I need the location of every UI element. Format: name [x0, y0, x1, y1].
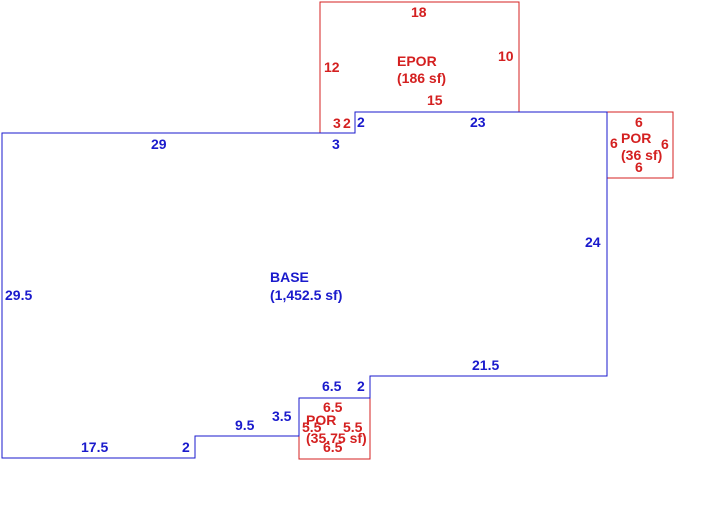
epor-dim-left: 12	[324, 59, 340, 75]
por-bottom-dim-top: 6.5	[323, 399, 343, 415]
base-dim-bottom: 17.5	[81, 439, 108, 455]
por-right-dim-top: 6	[635, 114, 643, 130]
base-dim-top-right: 23	[470, 114, 486, 130]
epor-outline	[319, 1, 520, 133]
base-area: (1,452.5 sf)	[270, 287, 342, 303]
por-bottom-area: (35.75 sf)	[306, 430, 367, 446]
base-dim-bottom-step: 2	[182, 439, 190, 455]
base-dim-step-horizontal: 6.5	[322, 378, 342, 394]
por-right-dim-bottom: 6	[635, 159, 643, 175]
por-right-dim-left: 6	[610, 135, 618, 151]
por-bottom-dim-left: 5.5	[302, 419, 322, 435]
base-dim-right: 24	[585, 234, 601, 250]
por-right-area: (36 sf)	[621, 147, 662, 163]
base-dim-step-vertical: 2	[357, 378, 365, 394]
base-name: BASE	[270, 269, 309, 285]
por-right-outline	[607, 111, 674, 179]
epor-dim-right: 10	[498, 48, 514, 64]
epor-name: EPOR	[397, 53, 437, 69]
por-bottom-name: POR	[306, 412, 336, 428]
por-bottom-dim-bottom: 6.5	[323, 439, 343, 455]
epor-dim-top: 18	[411, 4, 427, 20]
base-dim-lower-right: 21.5	[472, 357, 499, 373]
epor-dim-notch-side: 2	[343, 115, 351, 131]
base-dim-left: 29.5	[5, 287, 32, 303]
base-dim-inner-horizontal: 9.5	[235, 417, 255, 433]
base-outline	[1, 111, 608, 459]
base-dim-top-left: 29	[151, 136, 167, 152]
base-dim-notch-horizontal: 2	[357, 114, 365, 130]
por-right-dim-right: 6	[661, 136, 669, 152]
base-dim-notch-vertical: 3	[332, 136, 340, 152]
por-right-name: POR	[621, 130, 651, 146]
epor-dim-notch: 3	[333, 115, 341, 131]
por-bottom-dim-right: 5.5	[343, 419, 363, 435]
epor-dim-bottom: 15	[427, 92, 443, 108]
epor-area: (186 sf)	[397, 70, 446, 86]
base-dim-inner-vertical: 3.5	[272, 408, 292, 424]
